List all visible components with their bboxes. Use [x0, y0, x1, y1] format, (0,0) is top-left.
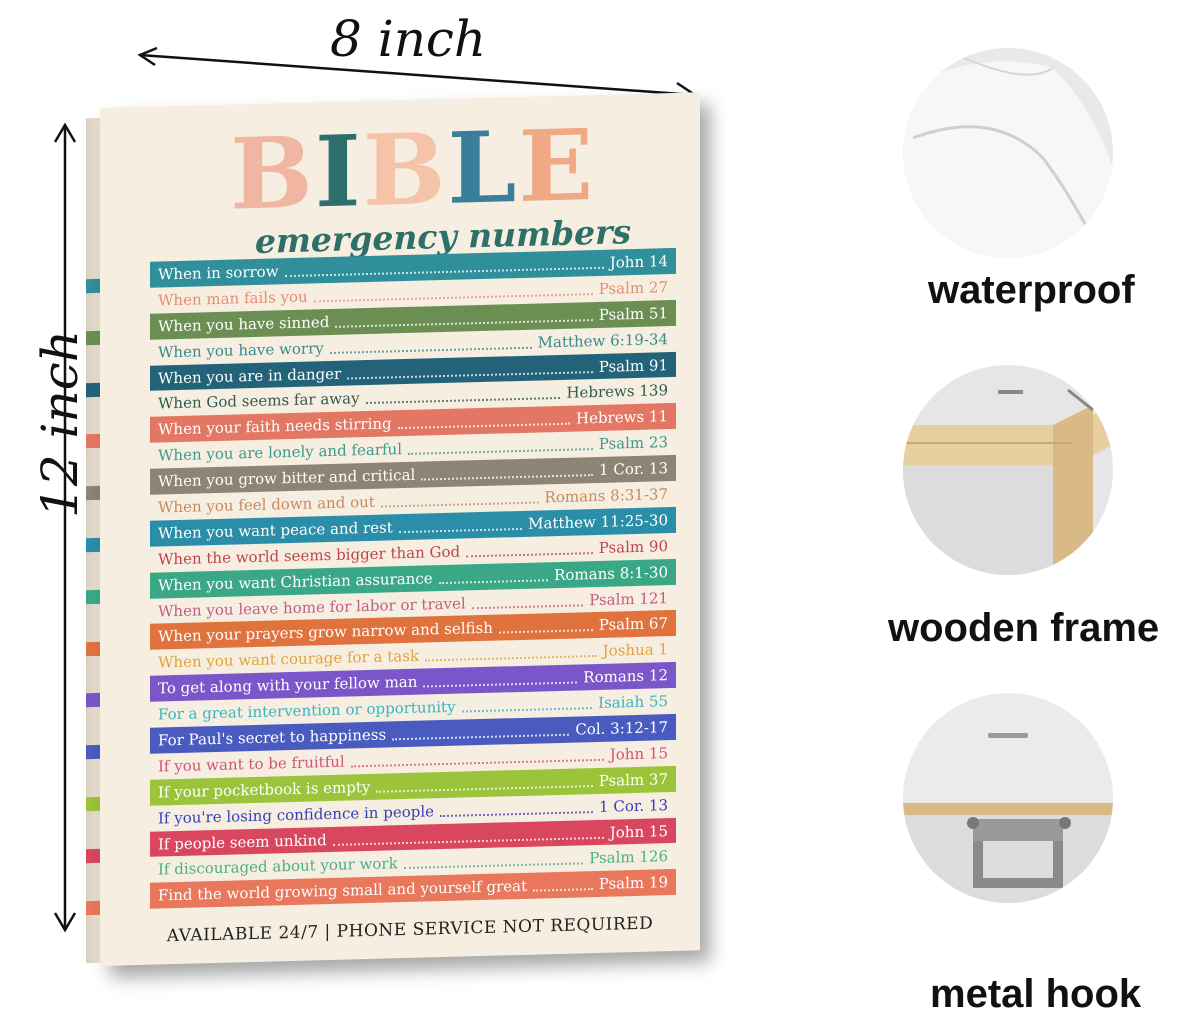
dot-leader — [335, 308, 593, 328]
title-letter: I — [314, 114, 363, 231]
dot-leader — [329, 336, 532, 354]
situation-text: For a great intervention or opportunity — [158, 697, 456, 724]
dot-leader — [397, 412, 570, 430]
situation-text: When you have sinned — [158, 312, 330, 336]
dot-leader — [376, 774, 593, 793]
situation-text: When you feel down and out — [158, 492, 375, 517]
situation-text: When the world seems bigger than God — [158, 542, 461, 569]
scripture-reference: Psalm 121 — [589, 588, 668, 609]
dot-leader — [350, 748, 604, 768]
scripture-reference: Psalm 90 — [598, 536, 668, 557]
metal-hook-label: metal hook — [930, 972, 1142, 1016]
situation-text: When man fails you — [158, 287, 308, 310]
situation-text: When you are in danger — [158, 364, 342, 387]
scripture-reference: Hebrews 139 — [566, 381, 668, 403]
height-arrow — [53, 122, 77, 933]
scripture-reference: Joshua 1 — [602, 640, 668, 661]
title-letter: B — [230, 115, 315, 233]
situation-text: If you're losing confidence in people — [158, 801, 434, 828]
scripture-reference: Matthew 11:25-30 — [528, 510, 668, 533]
dot-leader — [438, 568, 549, 584]
title-letter: E — [518, 108, 596, 226]
dot-leader — [533, 878, 593, 892]
dot-leader — [440, 800, 594, 817]
dot-leader — [403, 852, 584, 870]
scripture-reference: Col. 3:12-17 — [575, 718, 668, 739]
dot-leader — [425, 645, 597, 662]
height-label: 12 inch — [31, 330, 89, 518]
hook-icon — [903, 693, 1113, 903]
scripture-reference: John 14 — [609, 252, 668, 272]
metal-hook-image — [903, 693, 1113, 903]
scripture-reference: Psalm 91 — [598, 355, 668, 376]
situation-text: When you want courage for a task — [158, 646, 419, 672]
situation-text: When your faith needs stirring — [158, 414, 392, 439]
width-label: 8 inch — [330, 10, 487, 68]
scripture-reference: Psalm 23 — [598, 433, 668, 454]
situation-text: When you want peace and rest — [158, 518, 393, 543]
dot-leader — [332, 826, 604, 846]
bible-title: BIBLE — [230, 108, 595, 233]
availability-footer: AVAILABLE 24/7 | PHONE SERVICE NOT REQUI… — [166, 913, 654, 947]
scripture-reference: John 15 — [609, 743, 668, 764]
frame-corner-icon — [903, 365, 1113, 575]
waterproof-image — [903, 48, 1113, 258]
dot-leader — [466, 541, 593, 558]
dot-leader — [423, 671, 578, 688]
scripture-reference: John 15 — [609, 821, 668, 842]
dot-leader — [313, 282, 593, 303]
wooden-frame-image — [903, 365, 1113, 575]
waterproof-label: waterproof — [928, 268, 1135, 312]
scripture-reference: Psalm 27 — [598, 277, 668, 298]
title-letter: B — [362, 111, 448, 230]
scripture-reference: Romans 8:1-30 — [554, 562, 668, 584]
situation-text: When in sorrow — [158, 262, 279, 284]
scripture-reference: Psalm 67 — [598, 614, 668, 635]
wooden-frame-label: wooden frame — [888, 606, 1160, 650]
scripture-reference: Psalm 19 — [598, 873, 668, 894]
situation-text: If you want to be fruitful — [158, 752, 345, 776]
scripture-reference: Psalm 126 — [589, 847, 668, 868]
scripture-reference: Romans 12 — [583, 666, 668, 687]
dot-leader — [365, 387, 561, 405]
situation-text: To get along with your fellow man — [158, 672, 418, 698]
situation-text: If people seem unkind — [158, 830, 327, 854]
fabric-icon — [903, 48, 1113, 258]
dot-leader — [284, 256, 604, 278]
scripture-reference: Isaiah 55 — [598, 692, 668, 713]
dot-leader — [408, 438, 593, 456]
dot-leader — [471, 593, 584, 609]
situation-text: Find the world growing small and yoursel… — [158, 877, 528, 905]
scripture-reference: 1 Cor. 13 — [599, 459, 668, 479]
scripture-reference: Romans 8:31-37 — [544, 485, 668, 507]
scripture-reference: Matthew 6:19-34 — [537, 329, 668, 352]
situation-text: When you want Christian assurance — [158, 568, 433, 595]
dot-leader — [461, 697, 593, 713]
title-letter: L — [447, 110, 519, 227]
scripture-reference: 1 Cor. 13 — [599, 795, 668, 816]
dot-leader — [398, 517, 523, 534]
situation-text: If discouraged about your work — [158, 854, 398, 879]
situation-text: For Paul's secret to happiness — [158, 725, 387, 750]
scripture-reference: Psalm 37 — [598, 769, 668, 790]
situation-text: If your pocketbook is empty — [158, 777, 371, 802]
situation-text: When you have worry — [158, 338, 324, 362]
dot-leader — [347, 360, 593, 380]
situation-text: When God seems far away — [158, 389, 360, 413]
scripture-reference: Psalm 51 — [598, 303, 668, 324]
dot-leader — [380, 491, 539, 508]
dot-leader — [421, 464, 594, 481]
situation-text: When you grow bitter and critical — [158, 465, 416, 491]
dot-leader — [498, 619, 593, 634]
situation-text: When you are lonely and fearful — [158, 440, 403, 465]
dot-leader — [392, 723, 570, 741]
scripture-reference: Hebrews 11 — [576, 407, 668, 428]
